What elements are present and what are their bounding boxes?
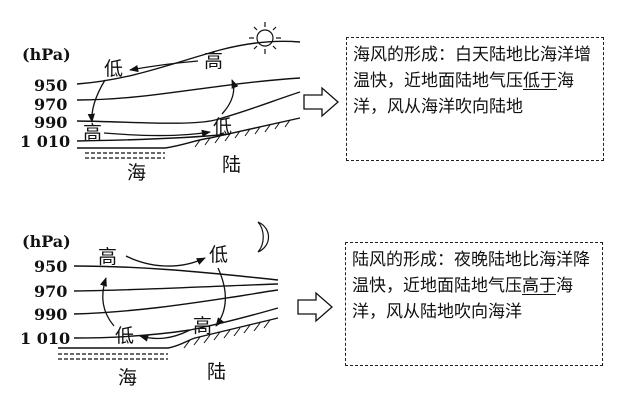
isobar-950 bbox=[76, 40, 301, 85]
isobar-label-950: 950 bbox=[34, 76, 67, 95]
land-label: 陆 bbox=[222, 154, 241, 176]
isobar-1010 bbox=[76, 133, 231, 142]
land-label: 陆 bbox=[207, 361, 226, 383]
high-pressure-surface: 高 bbox=[193, 315, 212, 337]
isobar-label-1010: 1 010 bbox=[20, 329, 70, 348]
explanation-text-underlined: 低于 bbox=[523, 71, 557, 91]
isobar-950 bbox=[73, 265, 279, 281]
high-pressure-upper: 高 bbox=[204, 50, 223, 72]
land-breeze-diagram: (hPa) 950 970 990 1 010 高 低 低 高 bbox=[20, 221, 333, 389]
coastline-slope bbox=[167, 317, 279, 349]
pressure-unit-label: (hPa) bbox=[22, 45, 71, 64]
high-pressure-surface: 高 bbox=[83, 122, 102, 144]
sun-icon bbox=[249, 22, 281, 54]
sea-water-hatch bbox=[58, 353, 168, 360]
pressure-unit-label: (hPa) bbox=[22, 232, 71, 251]
isobar-label-1010: 1 010 bbox=[20, 132, 70, 151]
low-pressure-upper: 低 bbox=[104, 58, 123, 80]
low-pressure-surface: 低 bbox=[213, 116, 232, 138]
rising-air-arrow bbox=[221, 79, 239, 115]
land-breeze-explanation: 陆风的形成：夜晚陆地比海洋降温快，近地面陆地气压高于海洋，风从陆地吹向海洋 bbox=[345, 242, 603, 366]
sea-breeze-diagram: (hPa) 950 970 990 1 010 低 高 高 低 bbox=[20, 22, 339, 184]
sea-label: 海 bbox=[118, 367, 137, 389]
moon-icon bbox=[257, 221, 270, 253]
isobar-label-950: 950 bbox=[34, 257, 67, 276]
explanation-text-after: 海洋，风从海洋吹向陆地 bbox=[353, 71, 574, 117]
land-hatch bbox=[194, 119, 291, 148]
sea-breeze-explanation: 海风的形成：白天陆地比海洋增温快，近地面陆地气压低于海洋，风从海洋吹向陆地 bbox=[346, 37, 604, 161]
isobar-970 bbox=[73, 283, 279, 292]
surface-wind-arrow bbox=[103, 129, 211, 137]
isobar-label-970: 970 bbox=[34, 95, 67, 114]
rising-air-arrow bbox=[99, 277, 115, 327]
sea-label: 海 bbox=[127, 162, 146, 184]
explanation-text-after: 海洋，风从陆地吹向海洋 bbox=[352, 276, 573, 322]
upper-wind-arrow bbox=[129, 60, 199, 73]
isobar-970 bbox=[76, 77, 301, 101]
explanation-text-before: 陆风的形成：夜晚陆地比海洋降温快，近地面陆地气压 bbox=[352, 250, 590, 296]
high-pressure-upper: 高 bbox=[98, 246, 117, 268]
isobar-label-990: 990 bbox=[34, 113, 67, 132]
low-pressure-surface: 低 bbox=[115, 325, 134, 347]
surface-wind-arrow bbox=[139, 329, 191, 342]
explanation-arrow bbox=[297, 291, 333, 323]
upper-wind-arrow bbox=[125, 255, 206, 267]
sinking-air-arrow bbox=[215, 267, 226, 327]
isobar-label-970: 970 bbox=[34, 282, 67, 301]
low-pressure-upper: 低 bbox=[209, 244, 228, 266]
explanation-arrow bbox=[303, 86, 339, 118]
isobar-990 bbox=[76, 91, 301, 124]
isobar-label-990: 990 bbox=[34, 305, 67, 324]
explanation-text-before: 海风的形成：白天陆地比海洋增温快，近地面陆地气压 bbox=[353, 45, 591, 91]
explanation-text-underlined: 高于 bbox=[522, 276, 556, 296]
sinking-air-arrow bbox=[87, 79, 106, 123]
sea-water-hatch bbox=[85, 152, 165, 159]
land-hatch bbox=[183, 319, 271, 349]
